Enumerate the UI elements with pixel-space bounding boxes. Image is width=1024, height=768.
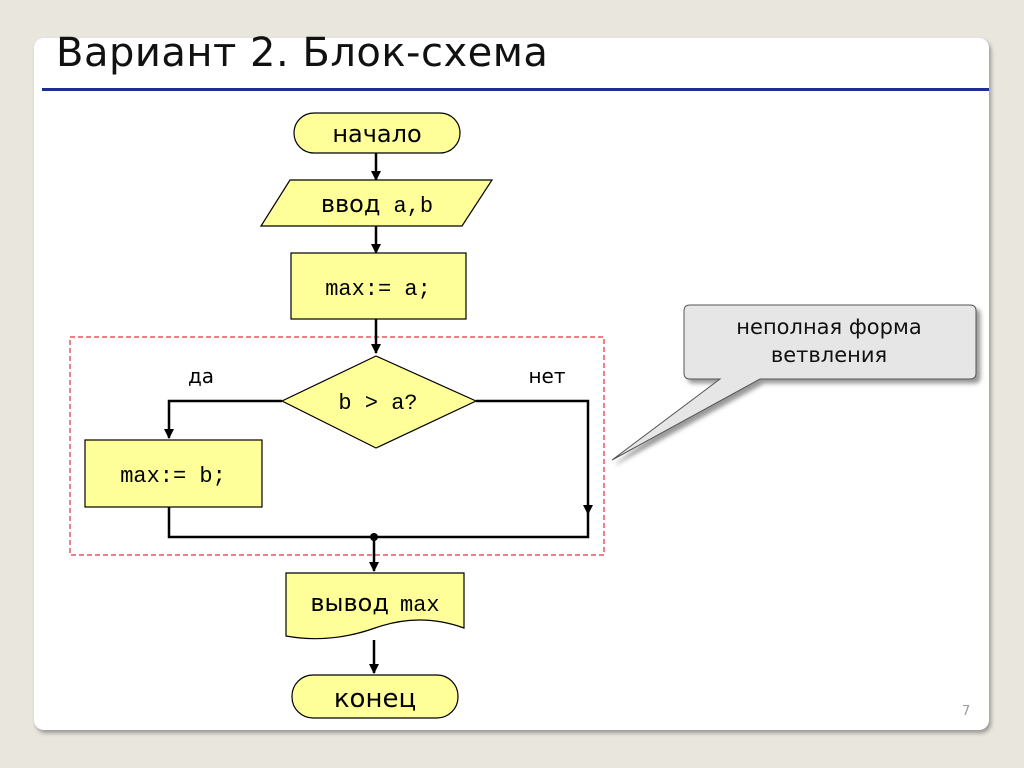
callout-line-1: неполная форма [736, 315, 921, 339]
output-keyword: вывод [310, 589, 389, 617]
slide-number: 7 [962, 704, 971, 719]
no-label: нет [528, 364, 565, 388]
connectors [164, 153, 593, 674]
yes-label: да [188, 364, 214, 388]
assign-b-label: max:= b; [120, 464, 226, 489]
decision-label: b > a? [338, 391, 417, 416]
slide [34, 38, 989, 730]
output-variable: max [400, 593, 440, 618]
input-variables: a,b [394, 194, 434, 219]
assign-a-label: max:= a; [325, 277, 431, 302]
title-divider [42, 88, 989, 91]
input-block: ввод a,b [259, 179, 494, 227]
output-block: вывод max [285, 572, 465, 640]
junction-dot [370, 533, 378, 541]
start-terminal: начало [293, 112, 461, 154]
branch-region [69, 336, 605, 556]
decision-block: b > a? [280, 355, 478, 449]
slide-title: Вариант 2. Блок-схема [56, 30, 549, 76]
callout: неполная форма ветвления [611, 304, 977, 461]
end-terminal: конец [291, 674, 459, 719]
input-text: ввод a,b [321, 190, 433, 219]
input-keyword: ввод [321, 190, 381, 218]
assign-a-block: max:= a; [290, 252, 467, 320]
callout-line-2: ветвления [771, 343, 887, 367]
output-text: вывод max [310, 589, 439, 618]
end-label: конец [334, 684, 416, 714]
start-label: начало [332, 120, 421, 148]
assign-b-block: max:= b; [84, 439, 263, 508]
